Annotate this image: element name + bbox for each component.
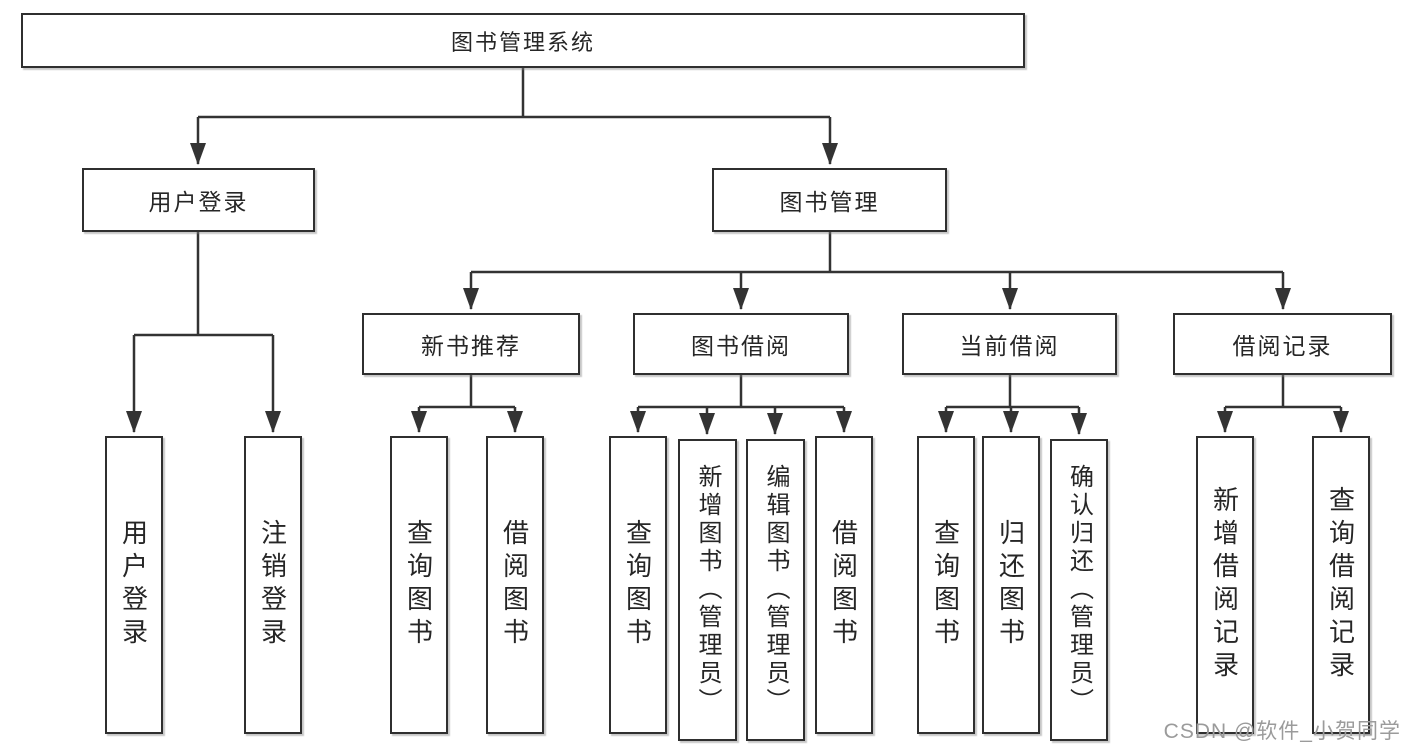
node-label: 确认归还（管理员） — [1065, 464, 1093, 716]
node-label: 当前借阅 — [959, 333, 1060, 359]
node-label: 借阅图书 — [499, 519, 530, 651]
leaf-add-borrow-record: 新增借阅记录 — [1196, 436, 1254, 734]
node-label: 编辑图书（管理员） — [762, 464, 789, 716]
csdn-watermark: CSDN @软件_小贺同学 — [1163, 720, 1401, 743]
leaf-borrow-books-1: 借阅图书 — [486, 436, 544, 734]
node-label: 归还图书 — [995, 519, 1026, 651]
node-label: 图书管理系统 — [450, 29, 595, 55]
leaf-add-book-admin: 新增图书（管理员） — [678, 439, 737, 741]
node-label: 注销登录 — [257, 519, 288, 651]
leaf-query-books-3: 查询图书 — [917, 436, 975, 734]
node-label: 借阅记录 — [1232, 333, 1333, 359]
leaf-confirm-return-admin: 确认归还（管理员） — [1050, 439, 1108, 741]
node-borrow-records: 借阅记录 — [1173, 313, 1392, 375]
node-book-borrow: 图书借阅 — [633, 313, 849, 375]
node-new-book-recommend: 新书推荐 — [362, 313, 580, 375]
node-label: 新增借阅记录 — [1209, 486, 1240, 684]
node-label: 查询图书 — [930, 519, 961, 651]
leaf-query-borrow-record: 查询借阅记录 — [1312, 436, 1370, 734]
node-book-management: 图书管理 — [712, 168, 947, 232]
leaf-query-books-2: 查询图书 — [609, 436, 667, 734]
node-label: 用户登录 — [118, 519, 149, 651]
node-label: 新书推荐 — [421, 333, 521, 359]
node-label: 图书管理 — [779, 189, 880, 215]
leaf-logout: 注销登录 — [244, 436, 302, 734]
node-label: 查询图书 — [403, 519, 434, 651]
leaf-user-login: 用户登录 — [105, 436, 163, 734]
node-label: 用户登录 — [148, 189, 249, 215]
node-label: 借阅图书 — [828, 519, 859, 651]
node-label: 查询借阅记录 — [1325, 486, 1356, 684]
node-library-management-system: 图书管理系统 — [21, 13, 1025, 68]
leaf-edit-book-admin: 编辑图书（管理员） — [746, 439, 805, 741]
node-current-borrow: 当前借阅 — [902, 313, 1117, 375]
node-label: 新增图书（管理员） — [694, 464, 721, 716]
node-label: 图书借阅 — [691, 333, 791, 359]
node-user-login: 用户登录 — [82, 168, 315, 232]
node-label: 查询图书 — [622, 519, 653, 651]
leaf-borrow-books-2: 借阅图书 — [815, 436, 873, 734]
leaf-return-book: 归还图书 — [982, 436, 1040, 734]
leaf-query-books-1: 查询图书 — [390, 436, 448, 734]
